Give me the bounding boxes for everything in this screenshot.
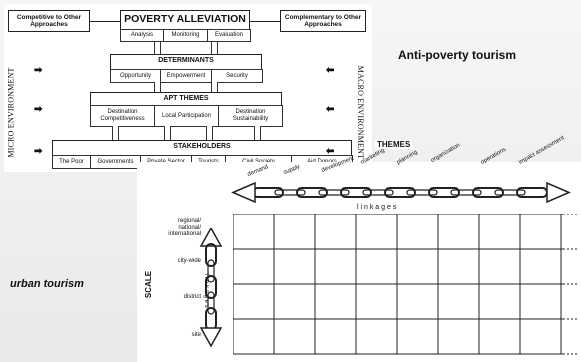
- evaluation-cell: Evaluation: [207, 29, 251, 42]
- pillar-connector: [211, 82, 218, 92]
- connector-line-right: [250, 21, 280, 22]
- vertical-chain-linkages: [199, 228, 223, 348]
- security-cell: Security: [211, 69, 263, 83]
- opportunity-cell: Opportunity: [110, 69, 161, 83]
- complementary-box: Complementary to Other Approaches: [280, 10, 366, 32]
- micro-environment-label: MICRO ENVIRONMENT: [6, 67, 16, 158]
- poverty-alleviation-box: POVERTY ALLEVIATION Analysis Monitoring …: [120, 10, 251, 42]
- left-arrow-icon: ⬅: [326, 146, 335, 157]
- pillar-connector: [154, 42, 161, 54]
- right-arrow-icon: ➡: [34, 146, 43, 157]
- apt-themes-title: APT THEMES: [163, 95, 209, 102]
- urban-tourism-framework-diagram: THEMES demand supply development marketi…: [137, 135, 581, 362]
- arrowhead-down-icon: [199, 327, 223, 348]
- arrowhead-left-icon: [231, 181, 256, 204]
- urban-tourism-caption: urban tourism: [10, 278, 84, 290]
- apt-framework-diagram: Competitive to Other Approaches POVERTY …: [4, 4, 372, 172]
- complementary-label: Complementary to Other Approaches: [284, 13, 362, 28]
- scale-label-site: site: [191, 332, 201, 338]
- left-arrow-icon: ⬅: [326, 65, 335, 76]
- determinants-title: DETERMINANTS: [158, 57, 214, 64]
- destination-sustainability-cell: Destination Sustainability: [218, 105, 283, 127]
- arrowhead-up-icon: [199, 228, 223, 247]
- analysis-cell: Analysis: [120, 29, 164, 42]
- competitive-label: Competitive to Other Approaches: [16, 13, 82, 28]
- chain-link-icon: [205, 243, 217, 331]
- pillar-connector: [211, 42, 218, 54]
- destination-competitiveness-cell: Destination Competitiveness: [90, 105, 155, 127]
- stakeholders-title: STAKEHOLDERS: [173, 143, 231, 150]
- theme-label-organization: organization: [430, 142, 462, 164]
- theme-scale-grid: [233, 214, 579, 355]
- stakeholder-poor-cell: The Poor: [52, 155, 91, 169]
- scale-label-district: district: [183, 294, 201, 300]
- competitive-box: Competitive to Other Approaches: [8, 10, 90, 32]
- determinants-box: DETERMINANTS Opportunity Empowerment Sec…: [110, 54, 263, 83]
- arrowhead-right-icon: [546, 181, 571, 204]
- scale-label-city-wide: city-wide: [177, 258, 201, 264]
- local-participation-cell: Local Participation: [154, 105, 219, 127]
- right-arrow-icon: ➡: [34, 104, 43, 115]
- pillar-connector: [164, 126, 171, 140]
- monitoring-cell: Monitoring: [163, 29, 208, 42]
- horizontal-chain-linkages: [231, 181, 571, 204]
- pillar-connector: [154, 82, 161, 92]
- linkages-vertical-label: l i n k a g e s: [203, 274, 209, 308]
- themes-title: THEMES: [375, 140, 413, 149]
- left-arrow-icon: ⬅: [326, 104, 335, 115]
- stakeholder-governments-cell: Governments: [90, 155, 141, 169]
- scale-title: SCALE: [144, 270, 154, 299]
- pillar-connector: [112, 126, 119, 140]
- linkages-horizontal-label: l i n k a g e s: [357, 204, 397, 211]
- right-arrow-icon: ➡: [34, 65, 43, 76]
- macro-environment-label: MACRO ENVIRONMENT: [356, 65, 366, 160]
- empowerment-cell: Empowerment: [160, 69, 212, 83]
- scale-label-regional: regional/ national/ international: [168, 218, 201, 238]
- anti-poverty-tourism-caption: Anti-poverty tourism: [398, 48, 517, 62]
- connector-line-left: [90, 21, 120, 22]
- poverty-alleviation-title: POVERTY ALLEVIATION: [124, 13, 246, 25]
- chain-link-icon: [252, 187, 548, 198]
- pillar-connector: [206, 126, 213, 140]
- apt-themes-box: APT THEMES Destination Competitiveness L…: [90, 92, 283, 127]
- pillar-connector: [254, 126, 261, 140]
